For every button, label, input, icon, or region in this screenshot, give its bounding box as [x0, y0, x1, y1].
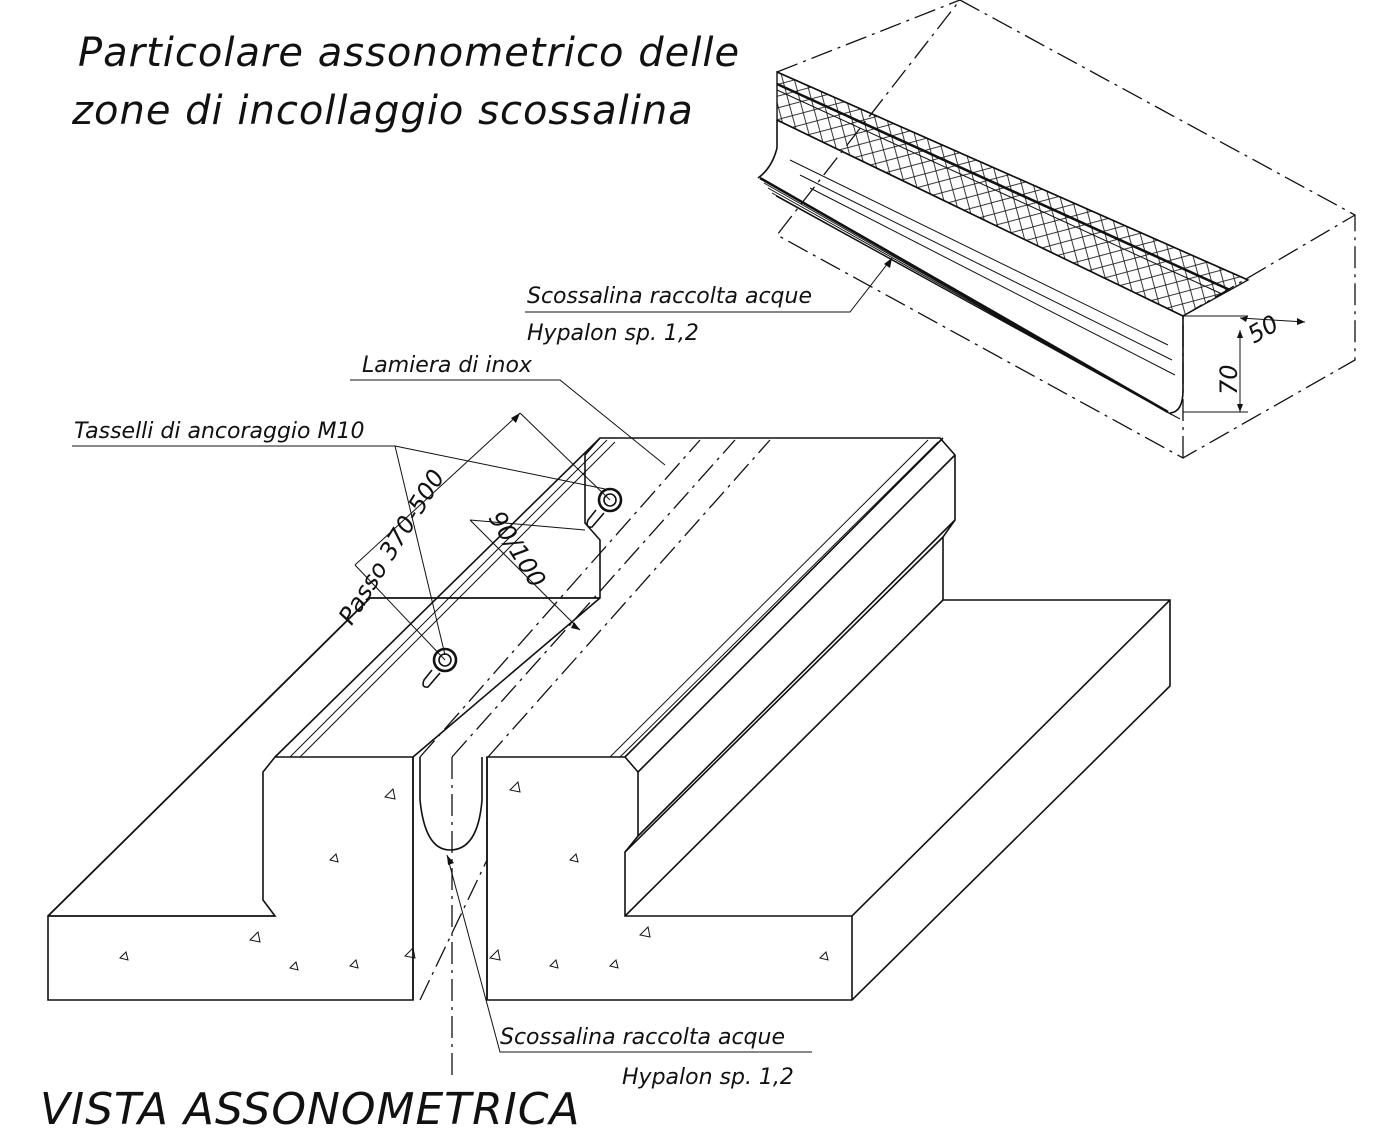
label-scossalina-top-line2: Hypalon sp. 1,2 [527, 321, 699, 346]
joint-flashing [419, 757, 483, 851]
title-line-1: Particolare assonometrico delle [78, 30, 740, 76]
label-tasselli: Tasselli di ancoraggio M10 [74, 419, 364, 444]
flashing-lower-edge [759, 176, 1169, 414]
detail-bounding-box [776, 0, 1356, 459]
dim-passo [354, 412, 611, 661]
dim-50-line [1239, 317, 1306, 323]
dim-gap [469, 519, 586, 631]
detail-box-top-edge [1182, 214, 1356, 317]
main-axonometric: Passo 370-500 90/100 Lamiera di inox Tas… [40, 353, 1171, 1134]
dim-width-label: 50 [1243, 310, 1283, 350]
concrete-aggregate [119, 780, 829, 971]
leader-tasselli [72, 445, 611, 656]
label-scossalina-bottom-line2: Hypalon sp. 1,2 [622, 1065, 794, 1090]
leader-lamiera [350, 379, 666, 466]
detail-axonometric: 50 70 Scossalina raccolta acque Hypalon … [525, 0, 1356, 459]
leader-scossalina-bottom [446, 854, 812, 1053]
label-scossalina-top-line1: Scossalina raccolta acque [527, 284, 812, 309]
lamiera-plate [412, 437, 601, 758]
title-line-2: zone di incollaggio scossalina [71, 88, 694, 134]
anchor-bolt-upper [586, 487, 623, 528]
leader-top-scossalina [525, 257, 893, 313]
view-title: VISTA ASSONOMETRICA [40, 1084, 581, 1134]
label-scossalina-bottom-line1: Scossalina raccolta acque [500, 1025, 785, 1050]
fold-edge [757, 120, 778, 179]
flashing-front-face [776, 119, 1184, 414]
joint-axis [419, 757, 488, 1080]
right-slab [486, 599, 1171, 1001]
label-lamiera: Lamiera di inox [362, 353, 533, 378]
right-upstand-edges [624, 437, 956, 917]
membrane-top-hatch [776, 70, 1250, 317]
dim-height-label: 70 [1215, 364, 1243, 395]
joint-axis-lines [419, 439, 771, 758]
